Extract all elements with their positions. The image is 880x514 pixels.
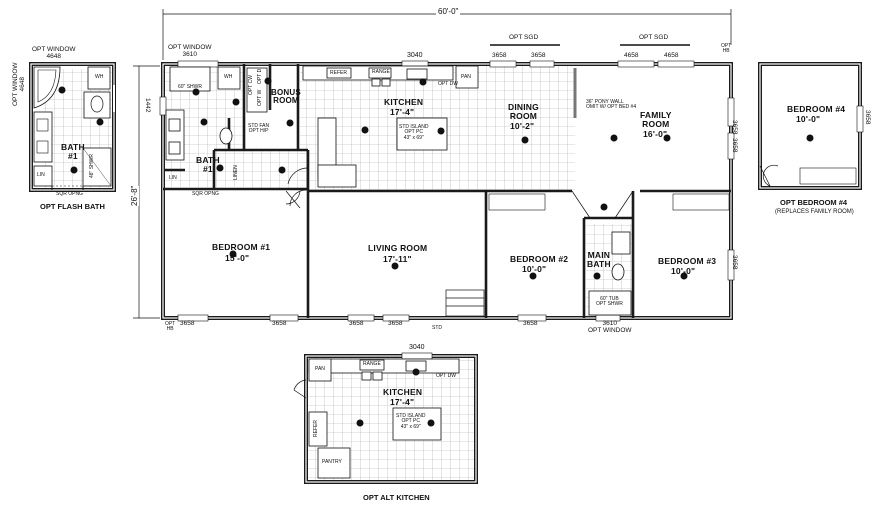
alt-kitchen-refer-label: REFER [313, 420, 319, 437]
alt-kitchen-size: 17'-4" [390, 397, 415, 407]
alt-kitchen-dw-label: OPT DW [436, 373, 456, 379]
pan-label: PAN [461, 74, 471, 80]
bottom-3658-e-label: 3658 [523, 320, 538, 327]
top-3658-b-label: 3658 [531, 52, 546, 59]
door-swing-icon [285, 167, 634, 219]
linen-label: LINEN [233, 165, 239, 180]
windows [159, 60, 735, 322]
opt-hb-top-label: OPT HB [721, 43, 732, 55]
bottom-3610-label: 3610 OPT WINDOW [588, 320, 632, 334]
bottom-3658-a-label: 3658 [180, 320, 195, 327]
main-floor-plan [159, 44, 735, 322]
alt-kitchen-range-label: RANGE [363, 361, 381, 367]
lin-label: LIN [169, 175, 177, 181]
opt-window-3610-label: OPT WINDOW 3610 [168, 44, 212, 58]
living-name: LIVING ROOM [368, 243, 428, 253]
light-fixture-dot-icon [58, 77, 688, 280]
bedroom4-caption: OPT BEDROOM #4 [780, 198, 848, 207]
opt-flash-bath-inset [29, 62, 116, 192]
kitchen-name: KITCHEN [384, 97, 424, 107]
wh-label: WH [224, 74, 233, 80]
alt-kitchen-window-label: 3040 [409, 344, 425, 351]
kitchen-size: 17'-4" [390, 107, 415, 117]
family-size: 16'-0" [643, 129, 668, 139]
alt-kitchen-pantry-label: PANTRY [322, 459, 342, 465]
bedroom2-size: 10'-0" [522, 264, 547, 274]
flash-bath-window-side-label: OPT WINDOW 4648 [12, 62, 26, 106]
bottom-3658-b-label: 3658 [272, 320, 287, 327]
opt-w-label: OPT W [257, 89, 263, 106]
bath1-name: BATH #1 [196, 155, 220, 174]
opt-alt-kitchen-inset [293, 352, 478, 484]
bedroom3-name: BEDROOM #3 [658, 256, 717, 266]
left-1442-label: 1442 [144, 98, 151, 113]
opt-dw-label: OPT DW [438, 81, 458, 87]
opt-sgd-1-label: OPT SGD [509, 34, 539, 41]
bedroom4-name: BEDROOM #4 [787, 104, 846, 114]
right-3658-a-label: 3658 [731, 120, 738, 135]
std-island-label: STD ISLAND OPT PC 43" x 69" [399, 124, 429, 141]
bedroom1-size: 15'-0" [225, 253, 250, 263]
alt-kitchen-pan-label: PAN [315, 366, 325, 372]
opt-cw-label: OPT CW [248, 75, 254, 95]
mainbath-name: MAIN BATH [587, 250, 611, 269]
opt-hb-bottom-label: OPT HB [165, 321, 176, 333]
dining-size: 10'-2" [510, 121, 535, 131]
flash-bath-shwr-label: 48" SHWR [89, 153, 95, 178]
bedroom3-size: 10'-0" [671, 266, 696, 276]
sixty-shwr-label: 60" SHWR [178, 84, 203, 90]
right-3658-b-label: 3658 [731, 138, 738, 153]
living-size: 17'-11" [383, 254, 412, 264]
top-4658-a-label: 4658 [624, 52, 639, 59]
tub-shwr-label: 60" TUB OPT SHWR [596, 296, 623, 308]
overall-width-label: 60'-0" [436, 7, 461, 17]
opt-sgd-2-label: OPT SGD [639, 34, 669, 41]
alt-kitchen-caption: OPT ALT KITCHEN [363, 493, 430, 502]
flash-bath-name: BATH #1 [61, 142, 85, 161]
bedroom2-name: BEDROOM #2 [510, 254, 569, 264]
sqr-opng-label: SQR OPNG [192, 191, 219, 197]
std-label: STD [432, 325, 442, 331]
bedroom4-size: 10'-0" [796, 114, 821, 124]
bonus-name: BONUS ROOM [271, 88, 301, 106]
flash-bath-window-top-label: OPT WINDOW 4648 [32, 46, 76, 60]
alt-kitchen-name: KITCHEN [383, 387, 423, 397]
pony-wall-label: 36" PONY WALL OMIT W/ OPT BED #4 [586, 99, 637, 111]
opt-bedroom4-inset [758, 62, 864, 190]
dining-name: DINING ROOM [508, 102, 539, 121]
bedroom4-subcaption: (REPLACES FAMILY ROOM) [775, 209, 854, 215]
top-3658-a-label: 3658 [492, 52, 507, 59]
bedroom4-window-label: 3658 [864, 110, 871, 125]
right-3658-c-label: 3658 [731, 255, 738, 270]
family-name: FAMILY ROOM [640, 110, 672, 129]
flash-bath-lin-label: LIN [37, 172, 45, 178]
flash-bath-caption: OPT FLASH BATH [40, 202, 105, 211]
range-label: RANGE [372, 69, 390, 75]
flash-bath-sqr-opng-label: SQR OPNG [56, 191, 83, 197]
top-4658-b-label: 4658 [664, 52, 679, 59]
std-fan-label: STD FAN OPT H/P [248, 123, 270, 135]
flash-bath-wh-label: WH [95, 74, 104, 80]
bottom-3658-c-label: 3658 [349, 320, 364, 327]
alt-kitchen-island-label: STD ISLAND OPT PC 43" x 69" [396, 413, 426, 430]
bottom-3658-d-label: 3658 [388, 320, 403, 327]
window-3040-label: 3040 [407, 52, 423, 59]
refer-label: REFER [330, 70, 347, 76]
bedroom1-name: BEDROOM #1 [212, 242, 271, 252]
overall-depth-label: 26'-8" [130, 185, 140, 206]
opt-d-label: OPT D [257, 68, 263, 84]
